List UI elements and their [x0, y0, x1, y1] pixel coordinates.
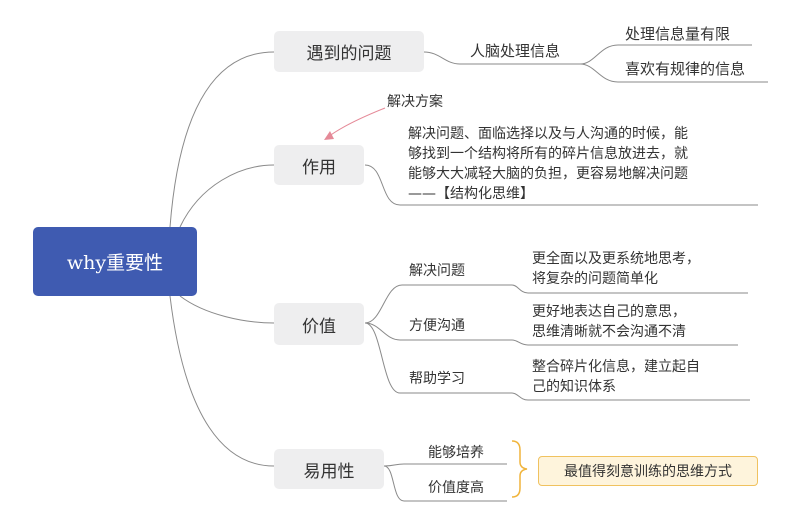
connector-root-ease — [169, 295, 275, 467]
value-desc-line: 思维清晰就不会沟通不清 — [532, 324, 686, 340]
role-text-line: 能够大大减轻大脑的负担，更容易地解决问题 — [408, 166, 688, 182]
connector-root-role — [179, 164, 275, 228]
value-item-3[interactable]: 帮助学习 — [409, 371, 465, 387]
ease-item-2[interactable]: 价值度高 — [428, 480, 484, 496]
branch-role-label: 作用 — [302, 157, 336, 178]
relation-arrow — [327, 107, 386, 138]
problem-detail-2[interactable]: 喜欢有规律的信息 — [625, 60, 746, 78]
branch-ease-label: 易用性 — [303, 461, 355, 482]
value-item-3-desc[interactable]: 整合碎片化信息，建立起自 己的知识体系 — [532, 357, 752, 397]
value-item-1-desc[interactable]: 更全面以及更系统地思考， 将复杂的问题简单化 — [532, 249, 752, 289]
role-text-line: ——【结构化思维】 — [408, 186, 534, 202]
connector-ease-item-1 — [383, 463, 507, 467]
value-item-2[interactable]: 方便沟通 — [409, 318, 465, 334]
branch-ease[interactable]: 易用性 — [274, 449, 384, 489]
connector-sub-detail-1 — [579, 44, 752, 65]
role-text[interactable]: 解决问题、面临选择以及与人沟通的时候，能 够找到一个结构将所有的碎片信息放进去，… — [408, 124, 758, 204]
relation-arrowhead — [324, 131, 334, 140]
branch-problem-label: 遇到的问题 — [306, 44, 392, 64]
connector-item-2-desc — [511, 339, 738, 346]
value-desc-line: 将复杂的问题简单化 — [532, 271, 658, 287]
connector-ease-item-2 — [383, 465, 507, 502]
role-text-line: 够找到一个结构将所有的碎片信息放进去，就 — [408, 146, 688, 162]
problem-detail-1[interactable]: 处理信息量有限 — [625, 25, 731, 43]
value-item-1[interactable]: 解决问题 — [409, 263, 465, 279]
connector-root-problem — [169, 51, 275, 228]
connector-value-item-3 — [364, 322, 512, 394]
ease-item-1[interactable]: 能够培养 — [428, 445, 484, 461]
connector-item-3-desc — [511, 392, 750, 401]
branch-value[interactable]: 价值 — [274, 303, 364, 345]
value-desc-line: 更好地表达自己的意思， — [532, 304, 686, 320]
value-desc-line: 更全面以及更系统地思考， — [532, 251, 700, 267]
ease-bracket — [511, 440, 528, 498]
ease-summary-callout[interactable]: 最值得刻意训练的思维方式 — [538, 456, 758, 486]
role-text-line: 解决问题、面临选择以及与人沟通的时候，能 — [408, 126, 688, 142]
connector-value-item-2 — [364, 322, 512, 341]
relation-label[interactable]: 解决方案 — [387, 94, 443, 110]
branch-role[interactable]: 作用 — [274, 145, 364, 185]
problem-subtopic[interactable]: 人脑处理信息 — [470, 42, 561, 60]
connector-root-value — [179, 295, 275, 324]
root-topic[interactable]: why重要性 — [33, 227, 197, 296]
root-topic-label: why重要性 — [66, 252, 164, 274]
value-desc-line: 整合碎片化信息，建立起自 — [532, 359, 700, 375]
connector-problem-sub — [423, 51, 580, 65]
value-desc-line: 己的知识体系 — [532, 379, 616, 395]
connector-item-1-desc — [511, 284, 748, 294]
branch-value-label: 价值 — [302, 316, 336, 337]
branch-problem[interactable]: 遇到的问题 — [274, 31, 424, 72]
connector-value-item-1 — [364, 284, 512, 324]
value-item-2-desc[interactable]: 更好地表达自己的意思， 思维清晰就不会沟通不清 — [532, 302, 752, 342]
connector-sub-detail-2 — [579, 63, 768, 83]
connector-role-text — [364, 164, 758, 206]
ease-summary-text: 最值得刻意训练的思维方式 — [564, 464, 732, 480]
